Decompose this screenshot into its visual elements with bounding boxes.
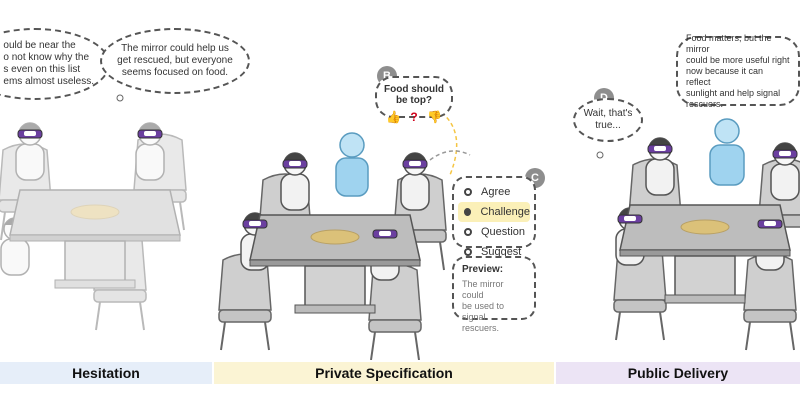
partial-speech-bubble: ould be near the o not know why the s ev… <box>0 28 110 100</box>
phase-bar-hesitation: Hesitation <box>0 362 212 384</box>
thumbs-down-icon[interactable]: 👎 <box>427 110 442 124</box>
phase-label-private-specification: Private Specification <box>315 365 453 381</box>
thumbs-up-icon[interactable]: 👍 <box>386 110 401 124</box>
question-mark-icon[interactable]: ? <box>410 110 418 124</box>
phase-bar-public-delivery: Public Delivery <box>556 362 800 384</box>
phase-label-public-delivery: Public Delivery <box>627 365 729 381</box>
mirror-thought-bubble: The mirror could help us get rescued, bu… <box>100 28 250 94</box>
radio-icon <box>464 248 472 256</box>
preview-box: Preview: The mirror could be used to sig… <box>452 256 536 333</box>
preview-text: The mirror could be used to signal rescu… <box>462 279 505 333</box>
food-question-bubble: Food should be top? 👍 ? 👎 <box>375 76 453 124</box>
food-question-text: Food should be top? <box>384 84 444 106</box>
phase-label-hesitation: Hesitation <box>72 365 140 381</box>
radio-icon <box>464 188 472 196</box>
illustration-scene <box>0 94 800 361</box>
option-question[interactable]: Question <box>458 222 530 242</box>
option-challenge[interactable]: Challenge <box>458 202 530 222</box>
public-statement-bubble: Food matters, but the mirror could be mo… <box>676 33 800 109</box>
wait-bubble: Wait, that's true... <box>573 98 643 142</box>
option-suggest[interactable]: Suggest <box>458 242 530 262</box>
radio-icon <box>464 228 472 236</box>
phase-bar-private-specification: Private Specification <box>214 362 554 384</box>
radio-icon <box>464 208 472 216</box>
scene-drawing <box>0 94 800 361</box>
preview-label: Preview: <box>462 264 504 275</box>
reaction-icons: 👍 ? 👎 <box>377 110 451 124</box>
response-options-box: Agree Challenge Question Suggest <box>452 176 536 258</box>
option-agree[interactable]: Agree <box>458 182 530 202</box>
